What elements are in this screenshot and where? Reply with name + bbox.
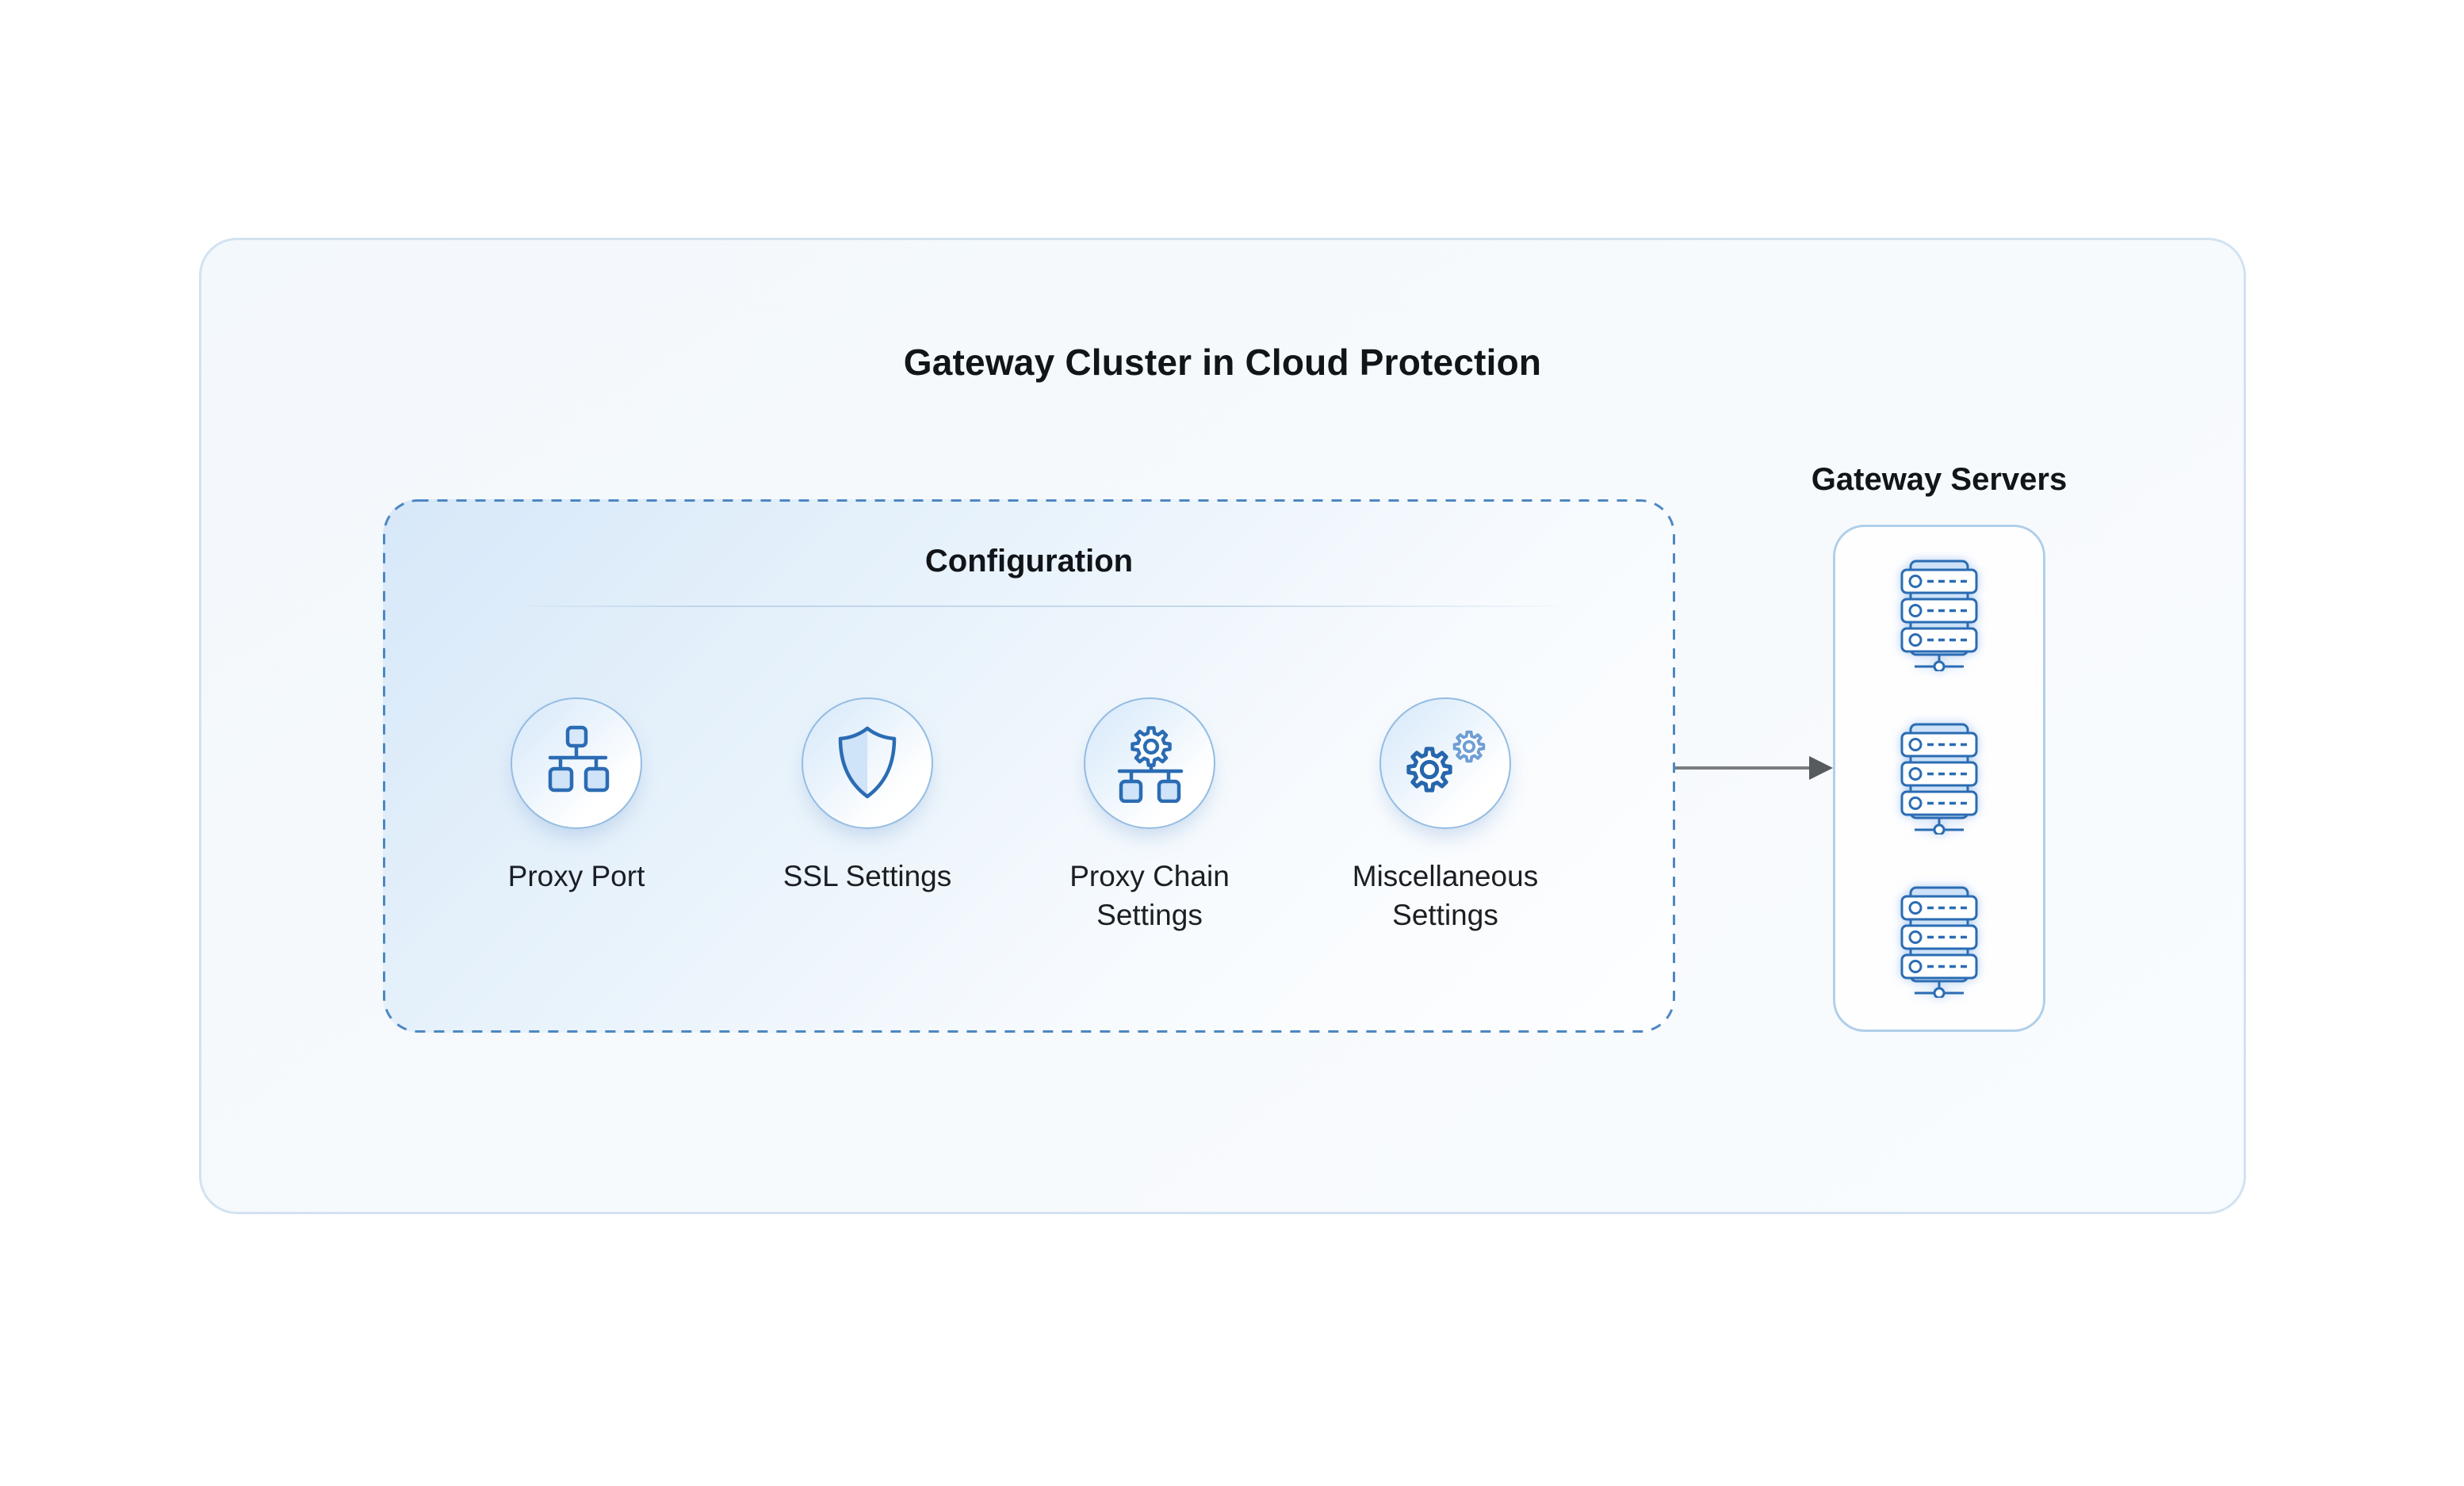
item-label: Proxy Port xyxy=(507,860,645,892)
divider-line xyxy=(526,605,1556,607)
item-label: Miscellaneous Settings xyxy=(1352,860,1539,931)
gateway-servers-box xyxy=(1833,525,2045,1032)
page-title: Gateway Cluster in Cloud Protection xyxy=(903,342,1542,383)
config-item-ssl-settings: SSL Settings xyxy=(748,697,986,896)
server-stack-icon xyxy=(1900,885,1979,998)
network-topology-icon xyxy=(548,725,610,793)
icon-circle xyxy=(1379,697,1511,829)
icon-circle xyxy=(1084,697,1215,829)
configuration-title: Configuration xyxy=(924,544,1134,579)
server-stack-icon xyxy=(1900,559,1979,671)
icon-circle xyxy=(511,697,642,829)
server-stack-icon xyxy=(1900,722,1979,835)
dashed-border xyxy=(383,499,1675,1033)
config-item-proxy-chain: Proxy Chain Settings xyxy=(1031,697,1268,935)
gateway-servers-title: Gateway Servers xyxy=(1811,462,2068,497)
config-item-miscellaneous: Miscellaneous Settings xyxy=(1326,697,1564,935)
arrow-right-icon xyxy=(1675,756,1833,780)
double-gear-icon xyxy=(1404,730,1486,803)
config-item-proxy-port: Proxy Port xyxy=(457,697,695,896)
item-label: SSL Settings xyxy=(782,860,952,892)
icon-circle xyxy=(802,697,933,829)
item-label: Proxy Chain Settings xyxy=(1069,860,1230,931)
gear-network-icon xyxy=(1117,724,1184,803)
shield-icon xyxy=(838,726,897,799)
